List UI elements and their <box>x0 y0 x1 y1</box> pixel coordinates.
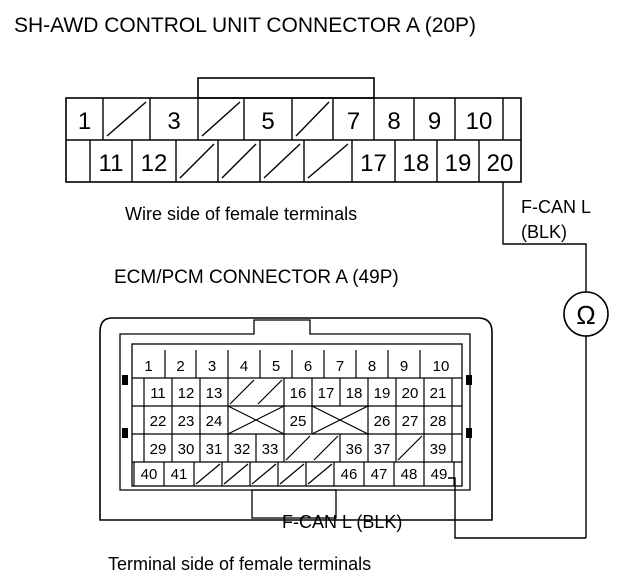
connector-b-unused-slash <box>307 463 333 485</box>
connector-b-terminal-33: 33 <box>262 441 279 458</box>
connector-b-terminal-21: 21 <box>430 385 447 402</box>
connector-b-terminal-41: 41 <box>171 466 188 483</box>
connector-b-terminal-25: 25 <box>290 413 307 430</box>
connector-b-terminal-30: 30 <box>178 441 195 458</box>
connector-a-unused-slash <box>307 143 349 179</box>
connector-a-terminal-7: 7 <box>347 108 360 135</box>
connector-b-unused-slash <box>229 379 255 405</box>
ohm-symbol: Ω <box>576 300 595 330</box>
connector-a-unused-slash <box>263 143 301 179</box>
connector-a-body <box>65 77 522 183</box>
connector-b-terminal-36: 36 <box>346 441 363 458</box>
connector-b-terminal-20: 20 <box>402 385 419 402</box>
connector-a-terminal-17: 17 <box>360 150 387 177</box>
connector-b-terminal-16: 16 <box>290 385 307 402</box>
wire-from-terminal-49 <box>448 477 586 539</box>
connector-b-inner-frame <box>119 319 471 491</box>
connector-b-terminal-32: 32 <box>234 441 251 458</box>
connector-b-terminal-49: 49 <box>431 466 448 483</box>
connector-b-terminal-40: 40 <box>141 466 158 483</box>
connector-a-terminal-1: 1 <box>78 108 91 135</box>
connector-b-unused-slash <box>251 463 277 485</box>
connector-b-terminal-47: 47 <box>371 466 388 483</box>
wire-label-line2: (BLK) <box>521 222 567 242</box>
connector-b-terminal-26: 26 <box>374 413 391 430</box>
connector-b-terminal-11: 11 <box>150 385 166 402</box>
connector-b-terminal-37: 37 <box>374 441 391 458</box>
connector-b-terminal-24: 24 <box>206 413 223 430</box>
connector-a-unused-slash <box>179 143 215 179</box>
connector-a-caption: Wire side of female terminals <box>125 204 357 224</box>
connector-b-keys <box>122 375 472 438</box>
connector-a-terminal-12: 12 <box>141 150 168 177</box>
connector-b-unused-cross <box>227 405 285 435</box>
connector-b-terminal-19: 19 <box>374 385 391 402</box>
connector-a-terminal-20: 20 <box>487 150 514 177</box>
connector-a-lock-tab <box>197 77 375 99</box>
probe-label: F-CAN L (BLK) <box>282 512 402 532</box>
connector-b-terminal-29: 29 <box>150 441 167 458</box>
connector-a-title: SH-AWD CONTROL UNIT CONNECTOR A (20P) <box>14 14 476 37</box>
connector-a-terminal-19: 19 <box>445 150 472 177</box>
test-wiring <box>448 182 587 539</box>
connector-b-title: ECM/PCM CONNECTOR A (49P) <box>114 267 399 288</box>
connector-b-unused-slash <box>285 435 311 461</box>
connector-b-unused-cross <box>311 405 369 435</box>
connector-a-terminal-8: 8 <box>387 108 400 135</box>
connector-b-unused-slash <box>397 435 423 461</box>
connector-a-unused-slash <box>106 101 147 137</box>
connector-b-terminal-12: 12 <box>178 385 195 402</box>
connector-b-terminal-6: 6 <box>304 358 312 375</box>
connector-b-terminal-28: 28 <box>430 413 447 430</box>
connector-b-unused-slash <box>223 463 249 485</box>
connector-b-terminal-10: 10 <box>433 358 450 375</box>
connector-a-terminal-9: 9 <box>428 108 441 135</box>
connector-b-unused-slash <box>313 435 339 461</box>
connector-b-bottom-notch <box>251 489 337 519</box>
connector-a-unused-slash <box>221 143 257 179</box>
wire-from-terminal-20 <box>502 182 587 292</box>
connector-a-unused-slash <box>295 101 330 137</box>
connector-b-unused-slash <box>279 463 305 485</box>
connector-b-caption: Terminal side of female terminals <box>108 554 371 574</box>
connector-b-terminal-4: 4 <box>240 358 248 375</box>
connector-a-terminal-18: 18 <box>403 150 430 177</box>
connector-b-terminal-1: 1 <box>144 358 152 375</box>
connector-b-terminal-27: 27 <box>402 413 419 430</box>
connector-a-terminal-3: 3 <box>167 108 180 135</box>
connector-b-terminal-22: 22 <box>150 413 167 430</box>
connector-b-terminal-8: 8 <box>368 358 376 375</box>
connector-b-terminal-39: 39 <box>430 441 447 458</box>
connector-b-terminal-13: 13 <box>206 385 223 402</box>
connector-b-terminal-46: 46 <box>341 466 358 483</box>
connector-b-terminal-5: 5 <box>272 358 280 375</box>
ohmmeter-icon <box>563 291 609 337</box>
connector-b-terminal-18: 18 <box>346 385 363 402</box>
connector-b-terminal-17: 17 <box>318 385 335 402</box>
connector-b-terminal-3: 3 <box>208 358 216 375</box>
wire-label-line1: F-CAN L <box>521 197 591 217</box>
connector-a-terminal-11: 11 <box>99 150 124 177</box>
connector-b-terminal-48: 48 <box>401 466 418 483</box>
connector-b-terminal-23: 23 <box>178 413 195 430</box>
connector-b-terminal-2: 2 <box>176 358 184 375</box>
connector-b-body <box>99 317 493 521</box>
connector-a-terminal-10: 10 <box>466 108 493 135</box>
connector-b-unused-slash <box>195 463 221 485</box>
connector-b-terminal-31: 31 <box>206 441 223 458</box>
connector-b-terminal-9: 9 <box>400 358 408 375</box>
connector-a-terminal-5: 5 <box>261 108 274 135</box>
connector-b-outer-shell <box>99 317 493 521</box>
connector-a-unused-slash <box>201 101 241 137</box>
connector-b-unused-slash <box>257 379 283 405</box>
connector-b-terminal-7: 7 <box>336 358 344 375</box>
